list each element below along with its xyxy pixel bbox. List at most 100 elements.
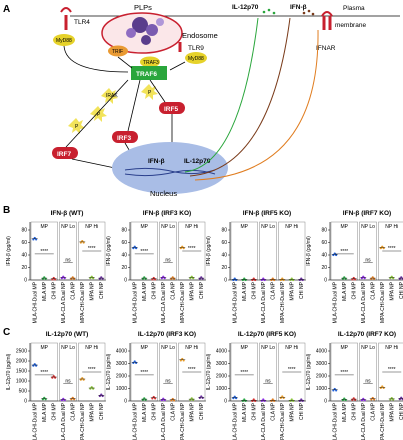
- group-label: MP: [241, 224, 249, 230]
- signaling-diagram: Plasma membrane IL-12p70 IFN-β IFNAR TLR…: [52, 3, 400, 198]
- chart-title: IL-12p70 (IRF7 KO): [338, 331, 396, 338]
- y-tick-label: 4000: [116, 349, 127, 355]
- data-point: [190, 275, 193, 278]
- data-point: [400, 396, 403, 399]
- data-point: [281, 395, 284, 398]
- data-point: [200, 395, 203, 398]
- category-label: CHI NP: [99, 281, 105, 299]
- sig-label: ****: [88, 246, 96, 252]
- y-tick-label: 0: [24, 278, 27, 284]
- data-point: [352, 397, 355, 400]
- group-box: [259, 221, 277, 281]
- category-label: MLA-CHI-Dual MP: [132, 402, 138, 440]
- y-tick-label: 0: [324, 399, 327, 405]
- data-point: [52, 375, 55, 378]
- y-tick-label: 0: [224, 278, 227, 284]
- chart-title: IFN-β (IRF7 KO): [343, 210, 391, 217]
- category-label: MPA-CHI-Dual NP: [380, 281, 386, 323]
- category-label: MLA-CHI-Dual MP: [332, 402, 338, 440]
- data-point: [243, 277, 246, 280]
- group-box: [359, 342, 377, 402]
- chart-title: IL-12p70 (IRF3 KO): [138, 331, 196, 338]
- y-tick-label: 3000: [316, 361, 327, 367]
- il12-gene-label: IL-12p70: [184, 158, 211, 165]
- tlr9-label: TLR9: [188, 45, 204, 52]
- category-label: CHI NP: [299, 281, 305, 299]
- y-axis-label: IFN-β (pg/ml): [6, 236, 12, 266]
- y-axis-label: IL-12p70 (pg/ml): [6, 353, 12, 390]
- data-point: [43, 396, 46, 399]
- category-label: MLA-CLA Dual NP: [61, 281, 67, 323]
- data-point: [252, 277, 255, 280]
- data-point: [62, 397, 65, 400]
- category-label: MLA-CLA Dual NP: [361, 281, 367, 323]
- sig-label: ****: [388, 246, 396, 252]
- sig-label: ****: [40, 249, 48, 255]
- category-label: CHI MP: [51, 281, 57, 299]
- data-point: [290, 277, 293, 280]
- group-box: [278, 221, 306, 281]
- traf3-label: TRAF3: [143, 60, 159, 66]
- irf7-label: IRF7: [57, 151, 71, 158]
- category-label: MPA NP: [189, 281, 195, 300]
- y-axis-label: IFN-β (pg/ml): [206, 236, 212, 266]
- irf5-label: IRF5: [164, 106, 178, 113]
- category-label: MPA NP: [389, 281, 395, 300]
- sig-label: ns: [365, 258, 371, 264]
- data-point: [152, 395, 155, 399]
- y-tick-label: 3000: [116, 361, 127, 367]
- ifnb-gene-label: IFN-β: [148, 158, 165, 165]
- sig-label: ns: [365, 379, 371, 385]
- data-point: [390, 275, 393, 278]
- y-tick-label: 4000: [216, 349, 227, 355]
- category-label: CHI NP: [399, 402, 403, 420]
- category-label: MLA MP: [142, 281, 148, 301]
- category-label: CHI NP: [199, 402, 205, 420]
- y-tick-label: 0: [324, 278, 327, 284]
- y-tick-label: 40: [21, 253, 27, 259]
- group-label: NP Hi: [385, 224, 398, 230]
- category-label: MPA NP: [289, 402, 295, 421]
- y-tick-label: 20: [221, 265, 227, 271]
- category-label: MLA-CHI-Dual MP: [332, 281, 338, 323]
- nucleus: [112, 142, 228, 194]
- y-tick-label: 80: [121, 228, 127, 234]
- data-point: [100, 393, 103, 396]
- data-point: [71, 396, 74, 399]
- category-label: CLA NP: [70, 281, 76, 299]
- dna-strands: [124, 167, 216, 177]
- group-box: [230, 221, 258, 281]
- panel-label-b: B: [3, 205, 10, 216]
- category-label: CHI MP: [351, 402, 357, 420]
- data-point: [243, 398, 246, 401]
- data-point: [143, 276, 146, 279]
- group-label: NP Hi: [285, 345, 298, 351]
- y-axis-label: IFN-β (pg/ml): [106, 236, 112, 266]
- category-label: MPA NP: [89, 402, 95, 421]
- category-label: CLA NP: [170, 402, 176, 420]
- group-label: MP: [41, 224, 49, 230]
- nucleus-label: Nucleus: [150, 189, 177, 198]
- data-point: [252, 398, 255, 401]
- traf6-label: TRAF6: [136, 71, 157, 78]
- category-label: MPA NP: [89, 281, 95, 300]
- data-point: [300, 277, 303, 280]
- category-label: MLA-CHI-Dual MP: [32, 281, 38, 323]
- data-point: [233, 395, 236, 398]
- ifnar-receptor: [321, 11, 333, 30]
- plps-label: PLPs: [134, 3, 152, 12]
- y-axis-label: IL-12p70 (pg/ml): [206, 353, 212, 390]
- data-point: [81, 377, 84, 380]
- data-point: [62, 275, 65, 278]
- y-tick-label: 60: [21, 240, 27, 246]
- category-label: CLA NP: [270, 281, 276, 299]
- y-tick-label: 60: [221, 240, 227, 246]
- data-point: [171, 276, 174, 279]
- y-tick-label: 1000: [16, 379, 27, 385]
- sig-label: ns: [65, 258, 71, 264]
- sig-label: ****: [88, 367, 96, 373]
- y-tick-label: 80: [21, 228, 27, 234]
